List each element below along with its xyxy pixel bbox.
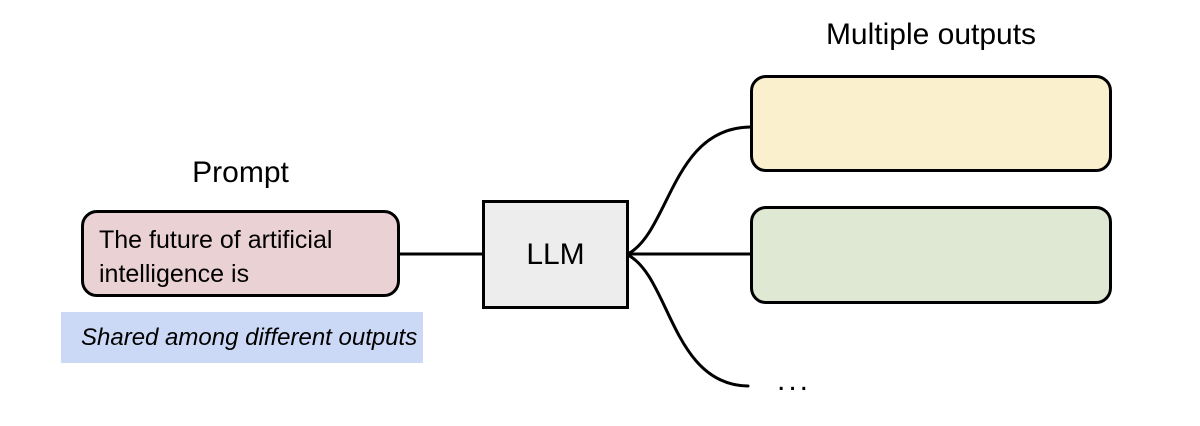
outputs-heading: Multiple outputs <box>825 18 1037 51</box>
prompt-box: The future of artificial intelligence is <box>81 210 400 297</box>
llm-label: LLM <box>526 237 585 271</box>
prompt-heading: Prompt <box>192 156 289 189</box>
connector-llm-to-output-1 <box>626 125 752 256</box>
prompt-text: The future of artificial intelligence is <box>99 226 333 288</box>
shared-note: Shared among different outputs <box>61 312 423 363</box>
output-box-2 <box>750 206 1112 304</box>
shared-note-text: Shared among different outputs <box>81 323 418 351</box>
connector-llm-to-ellipsis <box>626 253 750 388</box>
more-outputs-ellipsis: ... <box>777 364 812 397</box>
llm-box: LLM <box>482 200 629 309</box>
output-box-1 <box>750 75 1112 172</box>
